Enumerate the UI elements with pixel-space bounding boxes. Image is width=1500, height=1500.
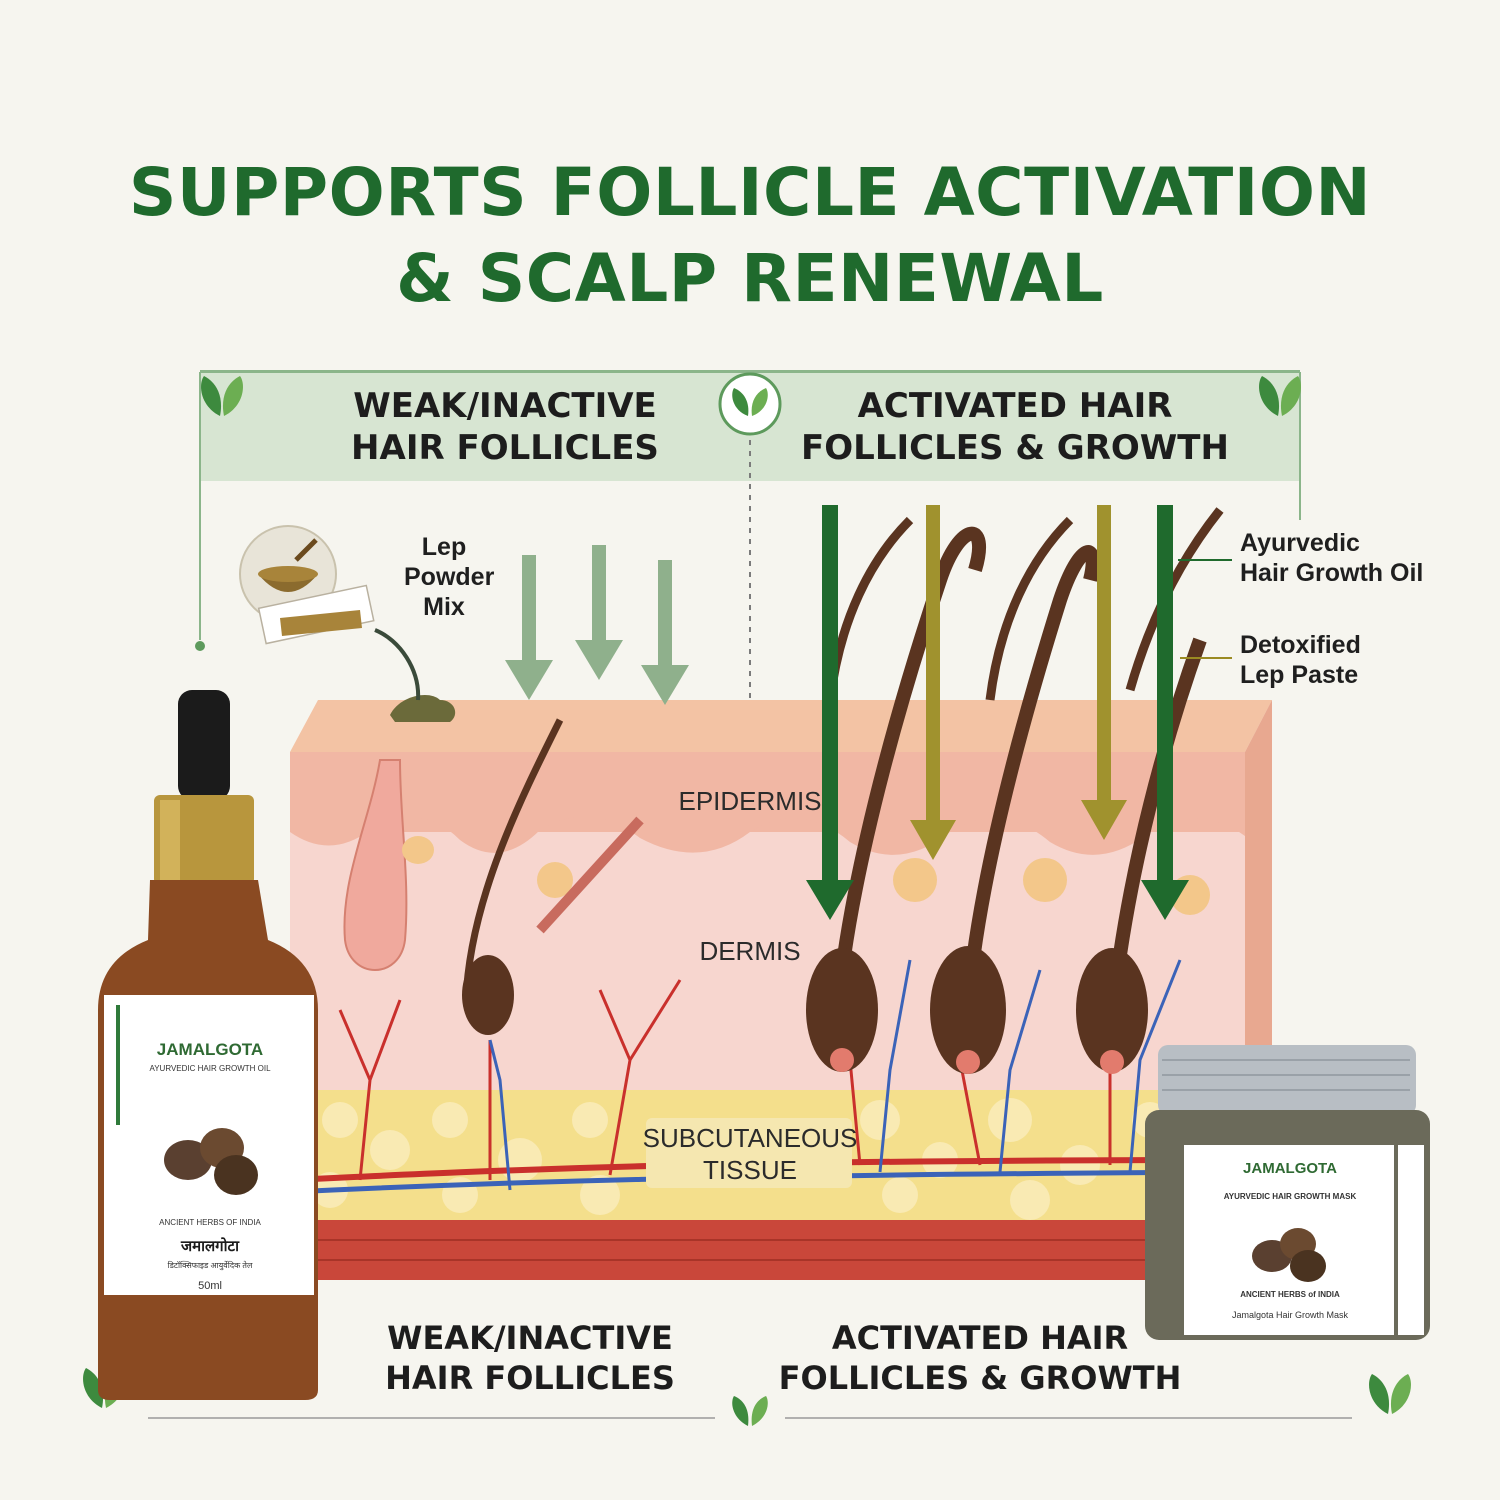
sebaceous-gland-2 xyxy=(537,862,573,898)
bottle-brand: JAMALGOTA xyxy=(156,1040,264,1059)
dark-green-arrows xyxy=(806,505,1189,920)
paste-label: Detoxified Lep Paste xyxy=(1240,630,1361,690)
right-header-line-2: FOLLICLES & GROWTH xyxy=(801,428,1229,468)
subcutaneous-label: SUBCUTANEOUS TISSUE xyxy=(640,1122,860,1186)
oil-label: Ayurvedic Hair Growth Oil xyxy=(1240,528,1423,588)
muscle-stripes xyxy=(290,1239,1245,1261)
top-right-leaf-icon xyxy=(1259,376,1301,416)
lep-powder-line-3: Mix xyxy=(423,593,465,621)
lep-powder-line-2: Powder xyxy=(404,563,495,591)
dermis-label: DERMIS xyxy=(699,936,801,966)
oil-label-line-1: Ayurvedic xyxy=(1240,529,1360,557)
capillaries-blue xyxy=(488,959,1182,1191)
jar-brand: JAMALGOTA xyxy=(1243,1160,1337,1177)
weak-hair-shaft xyxy=(462,718,564,1001)
artery xyxy=(289,1157,1246,1183)
sebaceous-gland-1 xyxy=(402,836,434,864)
center-leaf-icon xyxy=(732,388,768,416)
bottle-hindi-name: जमालगोटा xyxy=(181,1238,239,1255)
bottle-product-name: AYURVEDIC HAIR GROWTH OIL xyxy=(149,1064,271,1073)
epidermis-label: EPIDERMIS xyxy=(678,786,822,816)
bottom-right-leaf-icon xyxy=(1369,1374,1411,1414)
active-follicle-2 xyxy=(930,545,1100,1074)
bottle-volume: 50ml xyxy=(198,1280,222,1292)
mask-jar xyxy=(1145,1045,1430,1340)
left-header-title: WEAK/INACTIVE HAIR FOLLICLES xyxy=(270,385,740,469)
weak-hair-bulb xyxy=(462,955,514,1035)
jar-tagline: ANCIENT HERBS of INDIA xyxy=(1240,1290,1340,1299)
empty-follicle xyxy=(343,759,408,971)
bottle-tagline: ANCIENT HERBS OF INDIA xyxy=(159,1218,261,1227)
top-left-leaf-icon xyxy=(201,376,243,416)
subcutaneous-line-1: SUBCUTANEOUS xyxy=(642,1123,858,1153)
title-line-2: & SCALP RENEWAL xyxy=(396,240,1104,317)
right-header-line-1: ACTIVATED HAIR xyxy=(857,386,1173,426)
right-footer-line-2: FOLLICLES & GROWTH xyxy=(778,1359,1182,1397)
subcutaneous-line-2: TISSUE xyxy=(703,1155,797,1185)
lep-powder-line-1: Lep xyxy=(421,533,467,561)
light-green-arrows xyxy=(505,545,689,705)
right-footer-line-1: ACTIVATED HAIR xyxy=(831,1319,1129,1357)
lep-powder-label: Lep Powder Mix xyxy=(404,532,495,622)
left-header-line-2: HAIR FOLLICLES xyxy=(351,428,659,468)
paste-label-line-2: Lep Paste xyxy=(1240,661,1359,689)
jar-name: Jamalgota Hair Growth Mask xyxy=(1231,1310,1349,1320)
muscle-layer xyxy=(290,1220,1245,1280)
jar-product-name: AYURVEDIC HAIR GROWTH MASK xyxy=(1223,1192,1357,1201)
lep-curved-arrow xyxy=(374,628,421,701)
right-header-panel xyxy=(750,370,1300,481)
left-header-panel xyxy=(200,370,750,481)
right-footer-title: ACTIVATED HAIR FOLLICLES & GROWTH xyxy=(770,1318,1190,1398)
arrector-muscle-1 xyxy=(536,816,644,934)
title-line-1: SUPPORTS FOLLICLE ACTIVATION xyxy=(128,154,1372,231)
epidermis-layer xyxy=(290,752,1245,832)
oil-label-line-2: Hair Growth Oil xyxy=(1240,559,1424,587)
left-footer-line-1: WEAK/INACTIVE xyxy=(387,1319,673,1357)
epidermis-wave xyxy=(290,816,1245,855)
active-follicle-1 xyxy=(806,526,986,1072)
right-header-title: ACTIVATED HAIR FOLLICLES & GROWTH xyxy=(785,385,1245,469)
active-sebaceous-glands xyxy=(893,858,1210,915)
oil-bottle xyxy=(98,690,318,1400)
left-guide-dot xyxy=(195,641,205,651)
left-footer-line-2: HAIR FOLLICLES xyxy=(385,1359,675,1397)
vein xyxy=(289,1169,1246,1195)
paste-label-line-1: Detoxified xyxy=(1240,631,1361,659)
active-follicle-3 xyxy=(1076,637,1207,1074)
page-title: SUPPORTS FOLLICLE ACTIVATION & SCALP REN… xyxy=(0,150,1500,322)
bottle-hindi-sub: डिटॉक्सिफाइड आयुर्वेदिक तेल xyxy=(167,1261,253,1270)
left-header-line-1: WEAK/INACTIVE xyxy=(353,386,657,426)
lep-paste-blob xyxy=(390,695,456,722)
olive-arrows xyxy=(910,505,1127,860)
left-footer-title: WEAK/INACTIVE HAIR FOLLICLES xyxy=(330,1318,730,1398)
bottom-center-leaf-icon xyxy=(732,1396,768,1426)
subcutaneous-label-box xyxy=(646,1118,852,1188)
